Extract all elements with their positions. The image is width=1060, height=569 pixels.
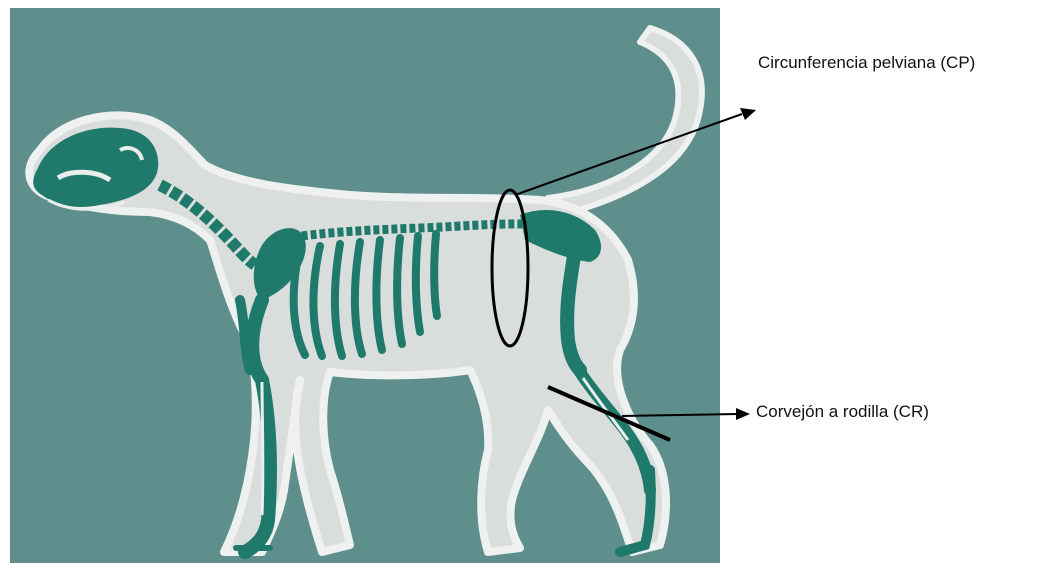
pelvic-circumference-label: Circunferencia pelviana (CP) <box>758 53 975 73</box>
cp-arrowhead <box>740 108 756 120</box>
hock-to-knee-label: Corvejón a rodilla (CR) <box>756 402 929 422</box>
cr-arrowhead <box>736 408 750 420</box>
